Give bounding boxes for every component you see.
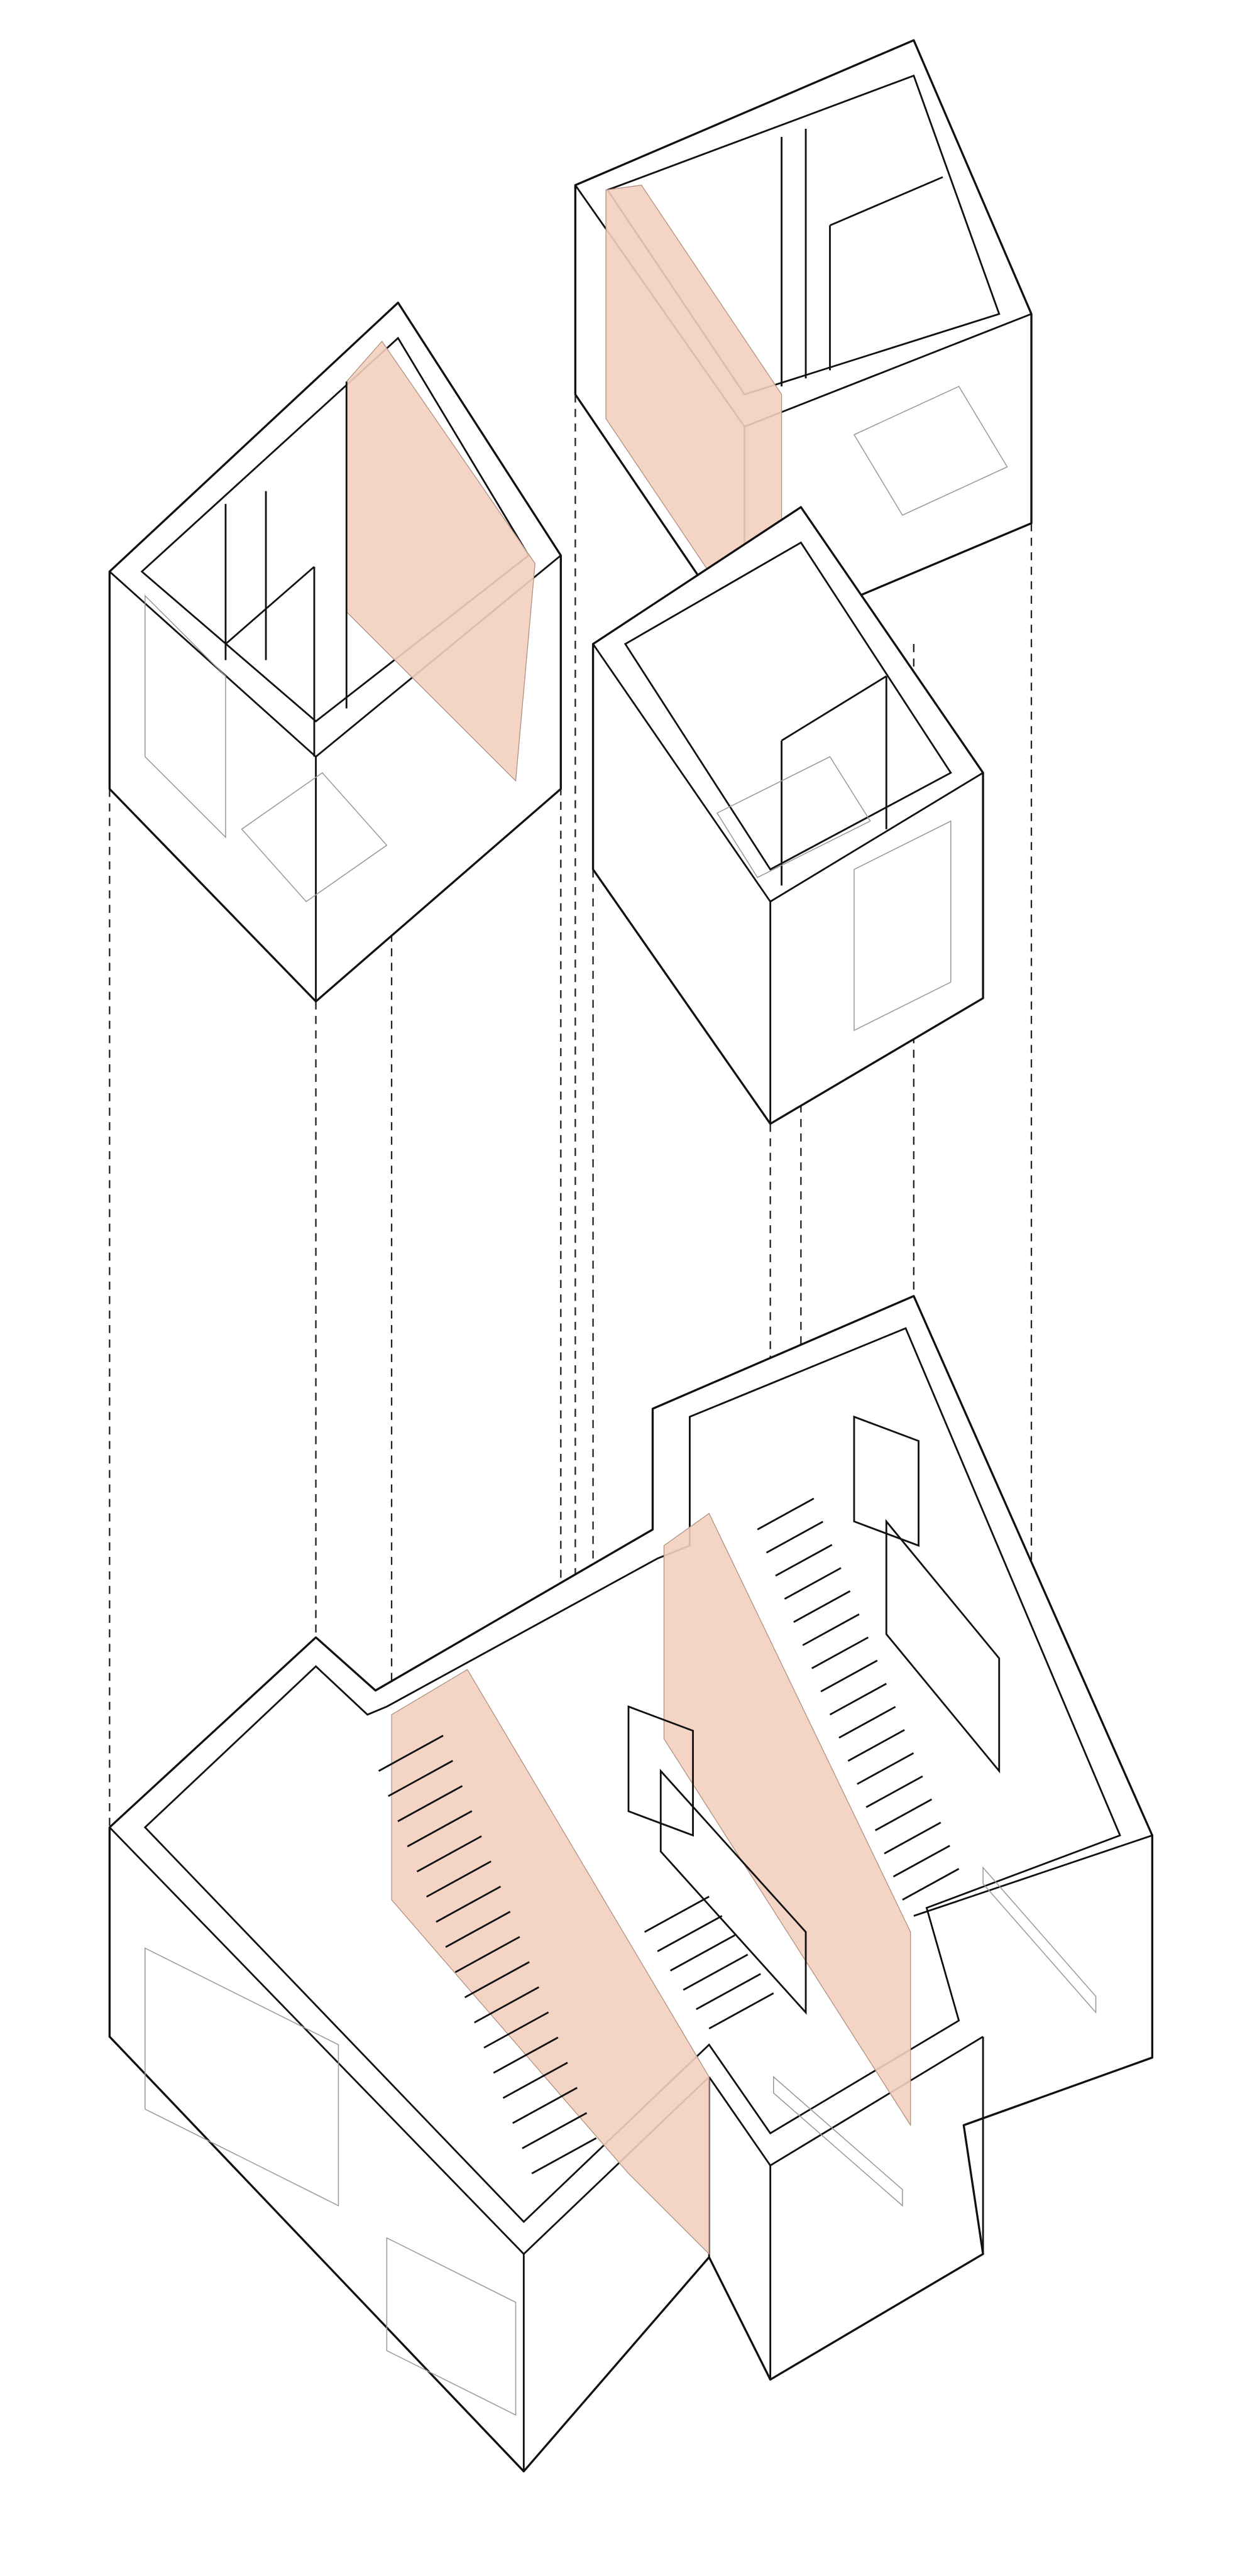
stair-step [464,1961,530,1999]
stair-step [857,1752,914,1785]
stair-step [874,1798,933,1831]
stair-step [531,2137,597,2175]
stair-step [696,1973,761,2011]
stair-step [811,1636,869,1669]
stair-step [657,1915,723,1952]
stair-step [522,2112,588,2149]
stair-step [454,1936,520,1973]
staircase [378,1497,960,2175]
stair-step [793,1590,851,1623]
stair-step [884,1821,941,1855]
stair-step [474,1986,540,2024]
stair-step [378,1735,444,1772]
stair-step [493,2036,559,2074]
stair-step [669,1934,735,1972]
stair-step [416,1835,482,1873]
accent-panel [391,1669,710,2256]
stair-step [829,1683,887,1716]
stair-step [644,1896,710,1933]
upper-left-volume [108,302,562,1003]
stair-step [838,1706,896,1739]
stair-step [483,2011,549,2049]
stair-step [847,1729,905,1762]
stair-step [512,2087,578,2124]
stair-step [802,1613,860,1646]
stair-step [708,1992,774,2029]
stair-step [784,1567,842,1600]
accent-panel [663,1512,911,2127]
stair-step [407,1810,473,1848]
ground-floor-volume [108,1295,1154,2473]
middle-right-volume [591,506,984,1125]
stair-step [766,1520,823,1554]
stair-step [445,1911,511,1948]
stair-step [397,1785,463,1823]
stair-step [502,2061,568,2099]
stair-step [865,1775,923,1808]
stair-step [820,1659,878,1693]
stair-step [775,1544,833,1577]
stair-step [757,1497,815,1531]
stair-step [436,1886,502,1923]
upper-right-volume [574,39,1033,645]
stair-step [683,1953,749,1991]
stair-step [902,1868,960,1901]
stair-step [426,1860,491,1898]
stair-step [388,1760,454,1798]
stair-step [892,1845,950,1878]
